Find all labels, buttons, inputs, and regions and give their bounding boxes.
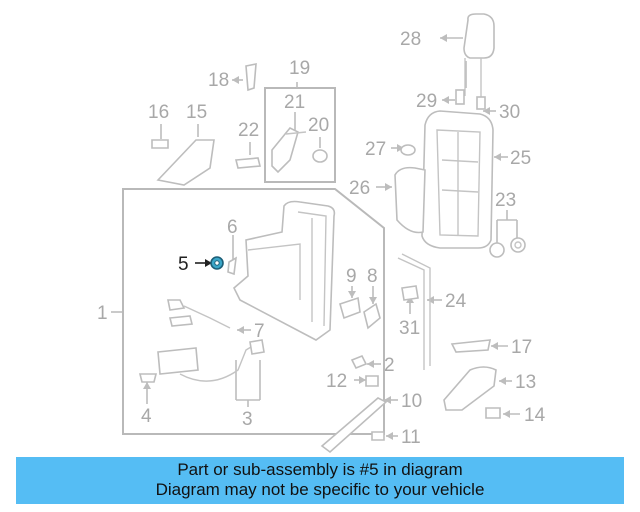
label-part-5: 5: [178, 254, 189, 275]
label-part-7: 7: [254, 321, 265, 342]
nut-2-part: [350, 354, 368, 370]
label-part-25: 25: [510, 148, 531, 169]
label-part-6: 6: [227, 217, 238, 238]
label-part-21: 21: [284, 92, 305, 113]
part-labels: 28 19 18 29 30 16 15 21 20 22 27 25 26 2…: [97, 29, 546, 448]
screw-11-part: [371, 431, 385, 441]
label-part-16: 16: [148, 102, 169, 123]
label-part-23: 23: [495, 190, 516, 211]
seat-back-part: [421, 110, 494, 249]
rod-7-part: [167, 299, 231, 329]
label-part-14: 14: [524, 405, 546, 426]
bolt-12-part: [365, 375, 379, 387]
label-part-28: 28: [400, 29, 421, 50]
parts-diagram: 28 19 18 29 30 16 15 21 20 22 27 25 26 2…: [97, 13, 546, 454]
strip-17-part: [450, 339, 491, 353]
label-part-22: 22: [238, 120, 259, 141]
label-part-27: 27: [365, 139, 386, 160]
label-part-20: 20: [308, 115, 329, 136]
assembly-frame-1: [122, 188, 385, 435]
screw-14-part: [485, 407, 501, 419]
banner-line-1: Part or sub-assembly is #5 in diagram: [177, 460, 463, 479]
parts-23: [489, 237, 526, 258]
rod-10-part: [320, 397, 388, 454]
label-part-13: 13: [515, 372, 536, 393]
hook-8-part: [363, 302, 381, 330]
label-part-10: 10: [401, 391, 422, 412]
part-6: [227, 256, 237, 276]
seat-frame-part: [233, 200, 336, 341]
strip-24-part: [397, 253, 431, 370]
clip-31-part: [401, 285, 419, 301]
label-part-2: 2: [384, 355, 395, 376]
label-part-3: 3: [242, 409, 253, 430]
label-part-26: 26: [349, 178, 370, 199]
label-part-31: 31: [399, 318, 420, 339]
label-part-15: 15: [186, 102, 207, 123]
label-part-1: 1: [97, 303, 108, 324]
bracket-9-part: [339, 296, 361, 320]
bushing-20-part: [312, 149, 328, 163]
label-part-17: 17: [511, 337, 532, 358]
highlighted-part-5: [195, 256, 224, 270]
label-part-24: 24: [445, 291, 467, 312]
label-part-11: 11: [401, 427, 421, 448]
cover-13-part: [443, 366, 497, 411]
headrest-guides-part: [455, 89, 486, 110]
seat-back-cover-part: [394, 166, 426, 234]
mechanism-3-part: [157, 339, 265, 382]
bolt-22-part: [234, 157, 262, 169]
label-part-29: 29: [416, 91, 437, 112]
washer-27-part: [400, 144, 416, 156]
label-part-19: 19: [289, 58, 310, 79]
clip-18-part: [245, 63, 257, 92]
info-banner: Part or sub-assembly is #5 in diagram Di…: [16, 457, 624, 504]
headrest-part: [463, 13, 495, 98]
label-part-18: 18: [208, 70, 229, 91]
banner-line-2: Diagram may not be specific to your vehi…: [155, 480, 485, 499]
label-part-12: 12: [326, 371, 347, 392]
clip-4-part: [138, 373, 158, 383]
label-part-4: 4: [141, 406, 152, 427]
label-part-30: 30: [499, 102, 520, 123]
arrowheads: [143, 34, 510, 440]
label-part-9: 9: [346, 266, 357, 287]
hinge-21-part: [271, 126, 307, 174]
trim-15-part: [156, 139, 215, 186]
assembly-frame-19: [264, 87, 336, 183]
screw-16-part: [151, 139, 169, 149]
label-part-8: 8: [367, 266, 378, 287]
